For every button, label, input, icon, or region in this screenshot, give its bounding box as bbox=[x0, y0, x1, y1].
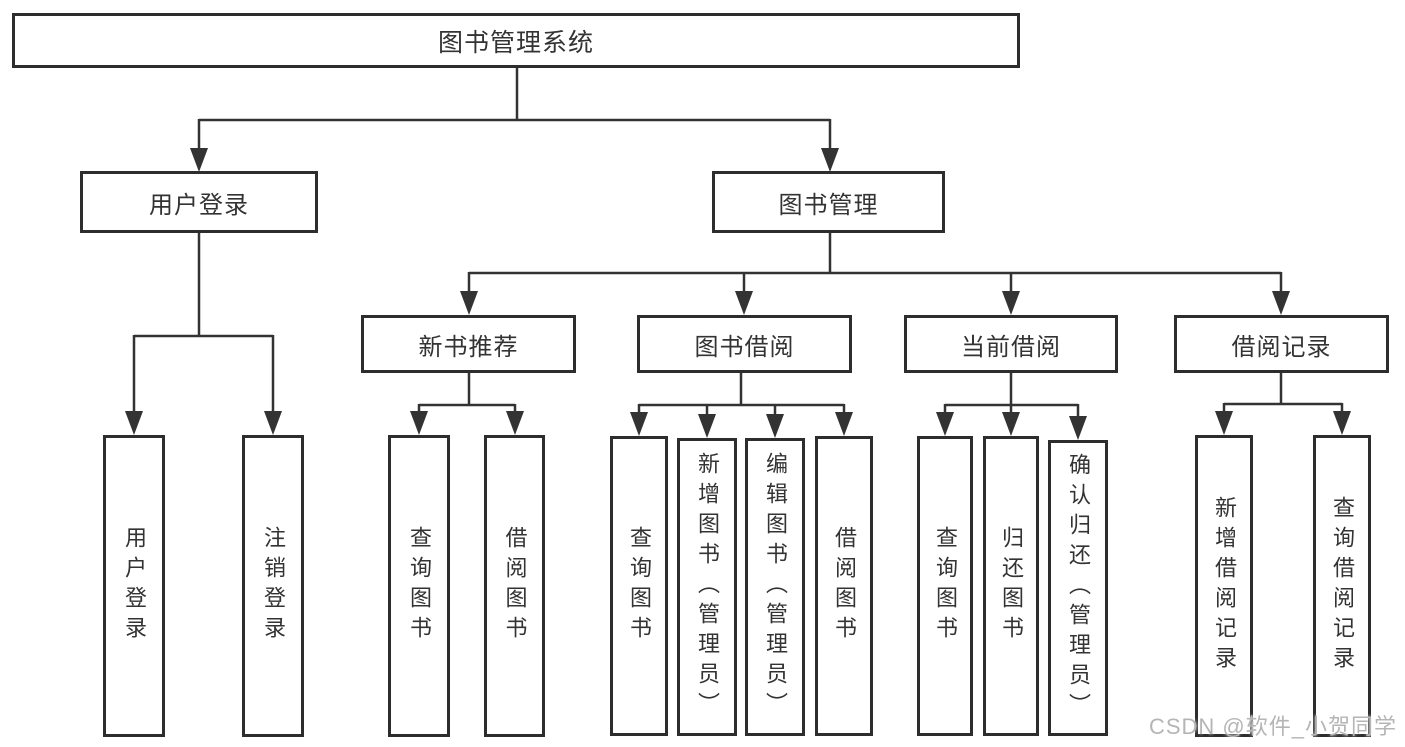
connector-current-borrowing-to-leaves bbox=[936, 373, 1087, 440]
connector-borrowing-records-to-leaves bbox=[1215, 373, 1351, 435]
connector-book-management-to-level3 bbox=[460, 233, 1290, 315]
node-current-borrowing: 当前借阅 bbox=[904, 315, 1118, 373]
leaf-edit-book-admin: 编辑图书（管理员） bbox=[745, 438, 805, 736]
leaf-add-borrow-record: 新增借阅记录 bbox=[1195, 435, 1253, 737]
leaf-logout: 注销登录 bbox=[242, 435, 304, 737]
leaf-add-book-admin: 新增图书（管理员） bbox=[677, 438, 737, 736]
leaf-query-books-current: 查询图书 bbox=[917, 436, 973, 736]
leaf-return-books: 归还图书 bbox=[983, 436, 1039, 736]
leaf-query-books-recommend: 查询图书 bbox=[388, 435, 450, 737]
leaf-borrow-books-borrowing: 借阅图书 bbox=[815, 436, 873, 736]
node-book-borrowing: 图书借阅 bbox=[637, 315, 852, 373]
connector-user-login-to-leaves bbox=[125, 233, 282, 435]
leaf-user-login: 用户登录 bbox=[103, 435, 165, 737]
leaf-borrow-books-recommend: 借阅图书 bbox=[484, 435, 545, 737]
leaf-query-books-borrowing: 查询图书 bbox=[610, 436, 668, 736]
node-book-management: 图书管理 bbox=[712, 171, 945, 233]
connector-new-book-to-leaves bbox=[410, 373, 524, 435]
node-new-book-recommendation: 新书推荐 bbox=[361, 315, 576, 373]
leaf-confirm-return-admin: 确认归还（管理员） bbox=[1048, 440, 1108, 736]
connector-root-to-level2 bbox=[190, 67, 839, 172]
node-root: 图书管理系统 bbox=[12, 13, 1020, 68]
node-user-login: 用户登录 bbox=[80, 171, 318, 233]
leaf-query-borrow-record: 查询借阅记录 bbox=[1313, 435, 1371, 737]
csdn-watermark: CSDN @软件_小贺同学 bbox=[1148, 714, 1397, 739]
node-borrowing-records: 借阅记录 bbox=[1174, 315, 1389, 373]
connector-book-borrowing-to-leaves bbox=[630, 373, 853, 438]
